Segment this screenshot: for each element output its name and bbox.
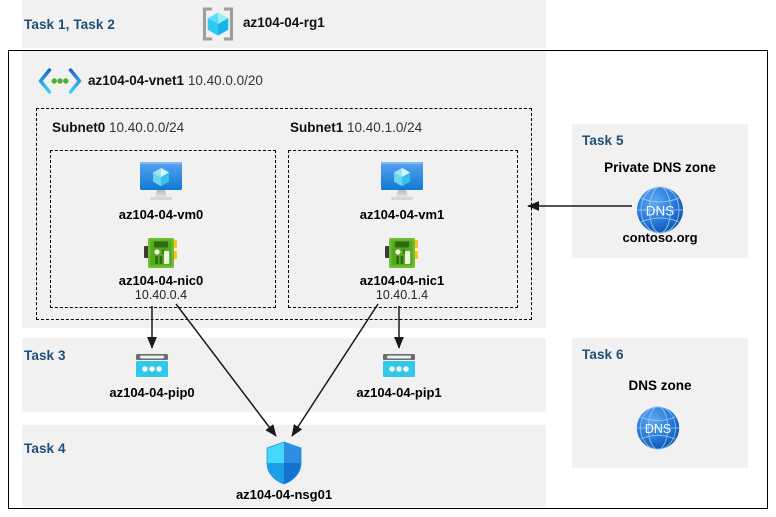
task-label-6: Task 6: [582, 347, 624, 362]
vm0-label: az104-04-vm0: [118, 207, 204, 222]
task-label-3: Task 3: [24, 348, 66, 363]
vnet-name: az104-04-vnet1: [88, 73, 185, 88]
vnet-cidr: 10.40.0.0/20: [187, 73, 263, 88]
task1-task2-panel: [22, 0, 546, 48]
vm1-label: az104-04-vm1: [359, 207, 445, 222]
svg-text:DNS: DNS: [646, 204, 675, 219]
subnet0-boundary: [50, 150, 276, 308]
dns-zone-title: DNS zone: [628, 378, 692, 393]
resource-group-name: az104-04-rg1: [243, 15, 325, 30]
network-interface-icon: [142, 236, 180, 270]
private-dns-zone-name: contoso.org: [622, 230, 698, 245]
vnet-panel: [22, 50, 546, 328]
network-security-group-shield-icon: [264, 441, 304, 485]
task3-panel: [22, 338, 546, 412]
nic1-ip: 10.40.1.4: [375, 288, 429, 302]
subnet0-cidr: 10.40.0.0/24: [109, 120, 185, 135]
subnet0-name: Subnet0: [52, 120, 106, 135]
nic0-label: az104-04-nic0: [118, 273, 204, 288]
resource-group-boundary: [8, 50, 768, 509]
nic1-node: az104-04-nic1 10.40.1.4: [322, 271, 482, 302]
nic0-node: az104-04-nic0 10.40.0.4: [81, 271, 241, 302]
nsg-label: az104-04-nsg01: [235, 487, 333, 502]
private-dns-zone-name-node: contoso.org: [572, 228, 748, 245]
svg-text:DNS: DNS: [645, 422, 671, 436]
subnet1-boundary: [288, 150, 518, 308]
task-label-1-2: Task 1, Task 2: [24, 17, 115, 32]
private-dns-zone-title: Private DNS zone: [604, 160, 716, 175]
dns-zone-globe-icon: DNS: [634, 184, 686, 236]
resource-group-cube-icon: [200, 6, 236, 42]
vnet-header: az104-04-vnet1 10.40.0.0/20: [88, 73, 263, 88]
dns-zone-globe-icon: DNS: [634, 404, 682, 452]
nic1-label: az104-04-nic1: [359, 273, 445, 288]
public-ip-address-icon: [380, 352, 418, 380]
subnet0-header: Subnet0 10.40.0.0/24: [52, 120, 184, 135]
pip1-label: az104-04-pip1: [356, 385, 442, 400]
vnet-boundary: [36, 108, 532, 320]
nic0-ip: 10.40.0.4: [134, 288, 188, 302]
vm1-node: az104-04-vm1: [322, 205, 482, 222]
task-label-5: Task 5: [582, 133, 624, 148]
pip0-label: az104-04-pip0: [109, 385, 195, 400]
subnet1-header: Subnet1 10.40.1.0/24: [290, 120, 422, 135]
virtual-network-icon: [38, 68, 82, 94]
nsg-node: az104-04-nsg01: [204, 485, 364, 502]
subnet1-name: Subnet1: [290, 120, 344, 135]
subnet1-cidr: 10.40.1.0/24: [347, 120, 423, 135]
resource-group-name-text: az104-04-rg1: [243, 15, 325, 30]
virtual-machine-icon: [137, 160, 185, 202]
pip0-node: az104-04-pip0: [72, 383, 232, 400]
network-interface-icon: [383, 236, 421, 270]
task-label-4: Task 4: [24, 441, 66, 456]
virtual-machine-icon: [378, 160, 426, 202]
public-ip-address-icon: [133, 352, 171, 380]
vm0-node: az104-04-vm0: [81, 205, 241, 222]
pip1-node: az104-04-pip1: [319, 383, 479, 400]
